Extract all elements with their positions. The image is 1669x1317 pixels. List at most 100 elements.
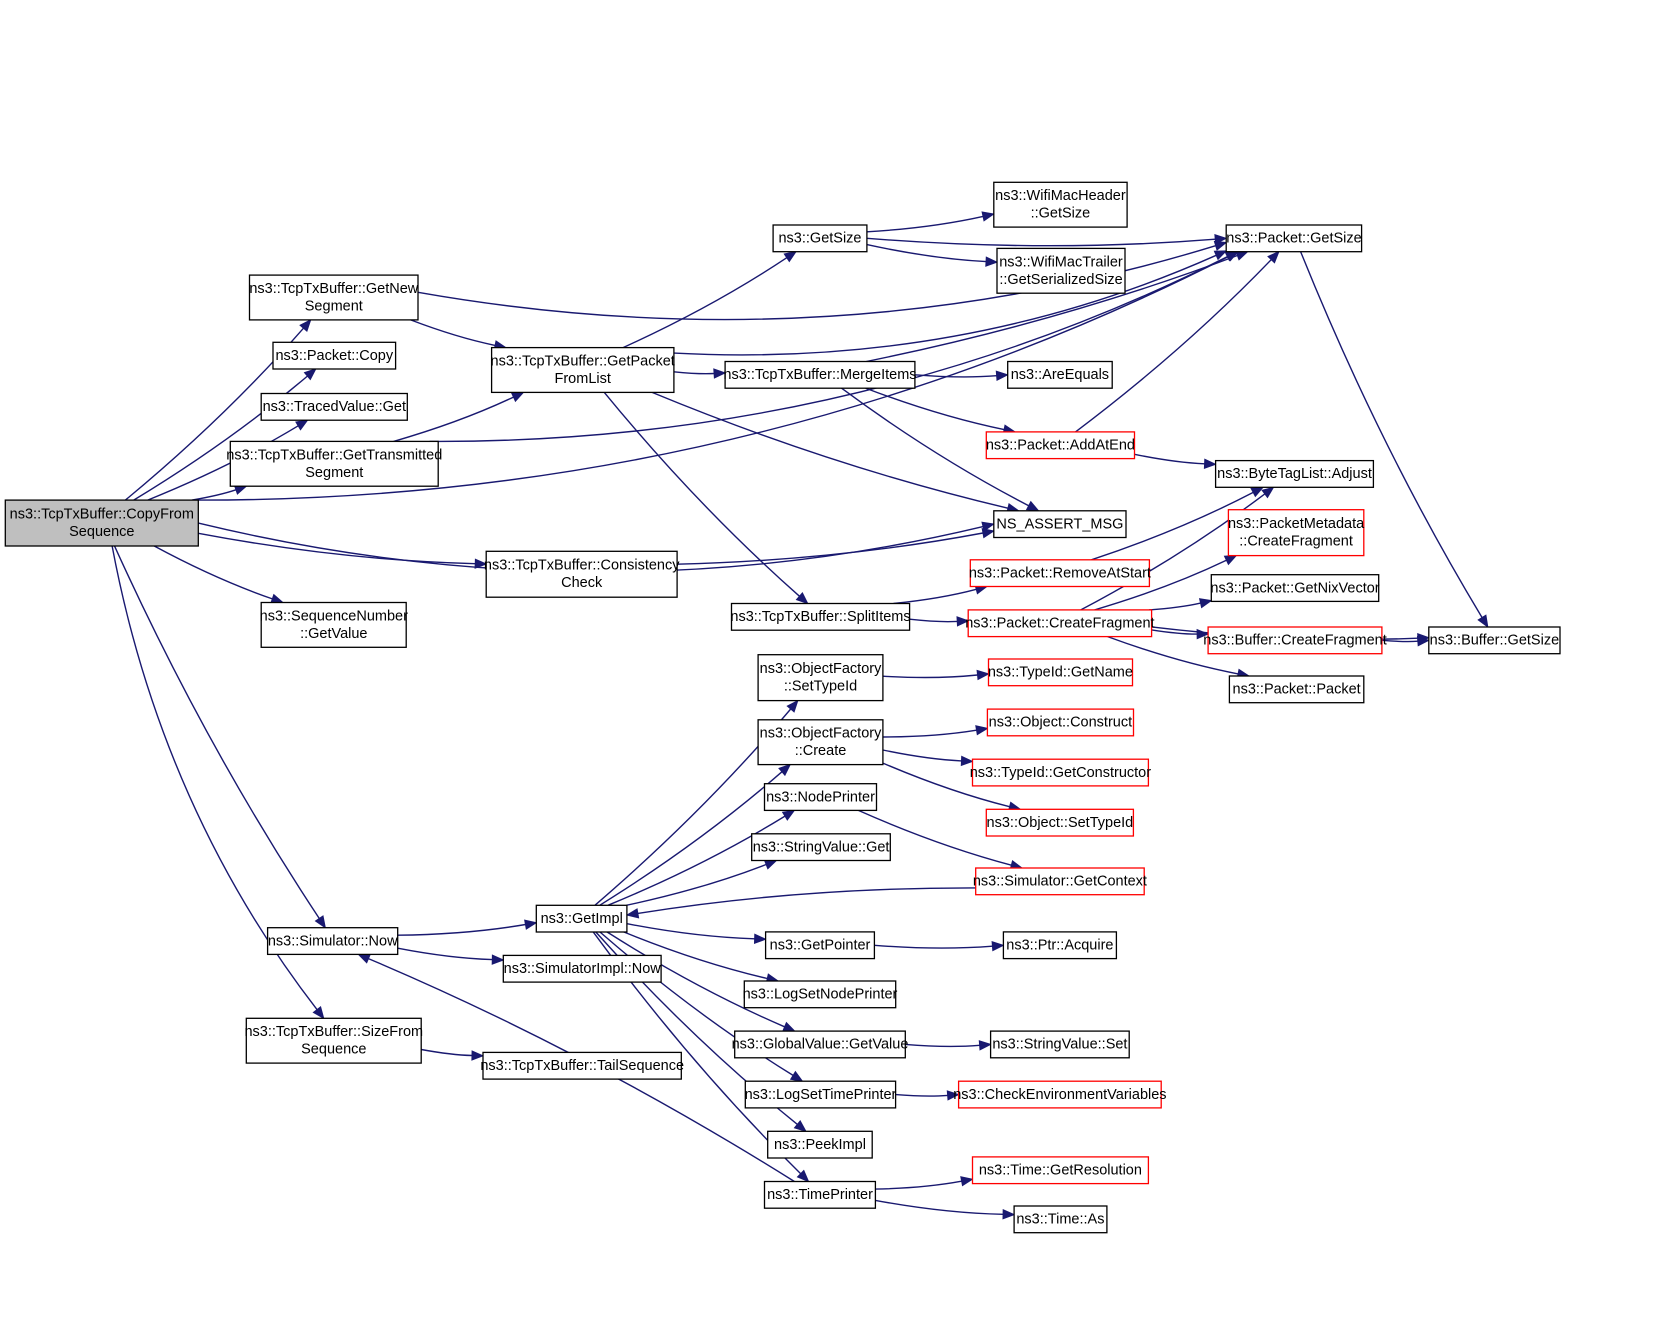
node-box bbox=[1013, 1205, 1108, 1234]
node-wifitrl[interactable]: ns3::WifiMacTrailer::GetSerializedSize bbox=[996, 247, 1126, 294]
edge-addatend-to-pgetsize bbox=[1075, 250, 1280, 433]
edge-line bbox=[866, 215, 984, 233]
edge-arrowhead bbox=[1416, 635, 1431, 647]
node-timegetres[interactable]: ns3::Time::GetResolution bbox=[971, 1156, 1150, 1185]
node-seqval[interactable]: ns3::SequenceNumber::GetValue bbox=[260, 601, 408, 648]
node-pgetsize[interactable]: ns3::Packet::GetSize bbox=[1225, 224, 1363, 253]
node-getimpl[interactable]: ns3::GetImpl bbox=[535, 904, 628, 933]
node-bcreatefrag[interactable]: ns3::Buffer::CreateFragment bbox=[1203, 626, 1387, 655]
node-label: ns3::TimePrinter bbox=[767, 1187, 873, 1203]
node-wifihdr[interactable]: ns3::WifiMacHeader::GetSize bbox=[993, 181, 1128, 228]
node-assert[interactable]: NS_ASSERT_MSG bbox=[993, 510, 1127, 539]
node-label: ns3::LogSetNodePrinter bbox=[743, 987, 898, 1003]
edge-arrowhead bbox=[270, 593, 285, 604]
edge-line bbox=[606, 931, 785, 1028]
node-peekimpl[interactable]: ns3::PeekImpl bbox=[767, 1130, 873, 1159]
node-label: Segment bbox=[305, 465, 363, 481]
node-ofcreate[interactable]: ns3::ObjectFactory::Create bbox=[757, 719, 884, 766]
node-tvget[interactable]: ns3::TracedValue::Get bbox=[260, 392, 408, 421]
node-merge[interactable]: ns3::TcpTxBuffer::MergeItems bbox=[723, 360, 917, 389]
node-box bbox=[248, 274, 419, 321]
edge-line bbox=[905, 1043, 980, 1048]
node-objconstruct[interactable]: ns3::Object::Construct bbox=[986, 708, 1135, 737]
node-simnow[interactable]: ns3::Simulator::Now bbox=[266, 927, 399, 956]
edge-line bbox=[113, 545, 320, 919]
node-pmcreatefrag[interactable]: ns3::PacketMetadata::CreateFragment bbox=[1227, 509, 1365, 557]
edge-arrowhead bbox=[1213, 240, 1228, 251]
node-label: ns3::CheckEnvironmentVariables bbox=[953, 1087, 1166, 1103]
node-box bbox=[987, 658, 1134, 687]
node-box bbox=[996, 247, 1126, 294]
edge-arrowhead bbox=[1002, 1209, 1016, 1220]
node-nodeprinter[interactable]: ns3::NodePrinter bbox=[763, 783, 878, 812]
edge-ofsettype-to-typegetname bbox=[882, 669, 990, 681]
node-typegetname[interactable]: ns3::TypeId::GetName bbox=[987, 658, 1134, 687]
node-addatend[interactable]: ns3::Packet::AddAtEnd bbox=[985, 431, 1136, 460]
edge-line bbox=[623, 931, 768, 980]
node-box bbox=[1007, 360, 1113, 389]
node-label: ns3::Buffer::CreateFragment bbox=[1203, 633, 1387, 649]
node-box bbox=[1002, 931, 1118, 960]
edge-arrowhead bbox=[713, 368, 727, 379]
edge-arrowhead bbox=[981, 211, 996, 222]
node-getpointer[interactable]: ns3::GetPointer bbox=[764, 931, 876, 960]
node-box bbox=[985, 431, 1136, 460]
node-label: ns3::Time::GetResolution bbox=[979, 1163, 1142, 1179]
node-timeprinter[interactable]: ns3::TimePrinter bbox=[763, 1180, 877, 1209]
node-ppacket[interactable]: ns3::Packet::Packet bbox=[1228, 675, 1365, 704]
node-removeatstart[interactable]: ns3::Packet::RemoveAtStart bbox=[969, 559, 1151, 588]
edge-arrowhead bbox=[1477, 614, 1489, 629]
node-box bbox=[734, 1030, 906, 1059]
node-pcreatefrag[interactable]: ns3::Packet::CreateFragment bbox=[965, 609, 1155, 638]
node-checkenv[interactable]: ns3::CheckEnvironmentVariables bbox=[953, 1080, 1167, 1109]
edge-getimpl-to-strget bbox=[626, 859, 778, 906]
edge-getimpl-to-ofcreate bbox=[599, 763, 792, 906]
node-areequals[interactable]: ns3::AreEquals bbox=[1007, 360, 1113, 389]
node-label: ns3::ObjectFactory bbox=[760, 661, 882, 677]
edge-arrowhead bbox=[1261, 486, 1275, 499]
node-logsettime[interactable]: ns3::LogSetTimePrinter bbox=[744, 1080, 897, 1109]
edge-arrowhead bbox=[789, 1070, 804, 1082]
node-ptracquire[interactable]: ns3::Ptr::Acquire bbox=[1002, 931, 1118, 960]
node-pgetnix[interactable]: ns3::Packet::GetNixVector bbox=[1210, 574, 1380, 603]
node-ofsettype[interactable]: ns3::ObjectFactory::SetTypeId bbox=[757, 654, 884, 702]
node-getsize[interactable]: ns3::GetSize bbox=[772, 224, 868, 253]
node-timeas[interactable]: ns3::Time::As bbox=[1013, 1205, 1108, 1234]
node-label: ns3::Packet::GetSize bbox=[1226, 231, 1361, 247]
edge-root-to-gettrans bbox=[191, 484, 248, 501]
node-box bbox=[743, 980, 897, 1009]
node-box bbox=[763, 1180, 877, 1209]
node-box bbox=[986, 708, 1135, 737]
edge-line bbox=[1107, 635, 1239, 675]
node-simgetctx[interactable]: ns3::Simulator::GetContext bbox=[973, 867, 1147, 896]
node-btladjust[interactable]: ns3::ByteTagList::Adjust bbox=[1214, 459, 1375, 488]
node-label: ns3::ByteTagList::Adjust bbox=[1217, 466, 1372, 482]
edge-line bbox=[909, 618, 958, 623]
node-strget[interactable]: ns3::StringValue::Get bbox=[751, 833, 891, 862]
node-strset[interactable]: ns3::StringValue::Set bbox=[989, 1030, 1130, 1059]
node-logsetnode[interactable]: ns3::LogSetNodePrinter bbox=[743, 980, 898, 1009]
edge-timeprinter-to-timegetres bbox=[875, 1176, 974, 1190]
node-objsettype[interactable]: ns3::Object::SetTypeId bbox=[985, 808, 1135, 837]
node-tailseq[interactable]: ns3::TcpTxBuffer::TailSequence bbox=[480, 1051, 684, 1080]
node-split[interactable]: ns3::TcpTxBuffer::SplitItems bbox=[730, 602, 911, 631]
node-box bbox=[1428, 626, 1561, 655]
node-typegetctor[interactable]: ns3::TypeId::GetConstructor bbox=[970, 758, 1152, 787]
node-pcopy[interactable]: ns3::Packet::Copy bbox=[272, 341, 397, 370]
node-box bbox=[744, 1080, 897, 1109]
node-bgetsize[interactable]: ns3::Buffer::GetSize bbox=[1428, 626, 1561, 655]
node-box bbox=[535, 904, 628, 933]
node-gvgetvalue[interactable]: ns3::GlobalValue::GetValue bbox=[732, 1030, 909, 1059]
node-label: ns3::GetImpl bbox=[541, 911, 623, 927]
node-label: Segment bbox=[305, 299, 363, 315]
node-box bbox=[971, 1156, 1150, 1185]
edge-line bbox=[1075, 259, 1272, 433]
edge-line bbox=[882, 729, 977, 738]
node-label: Sequence bbox=[69, 524, 134, 540]
node-simimplnow[interactable]: ns3::SimulatorImpl::Now bbox=[502, 954, 662, 983]
